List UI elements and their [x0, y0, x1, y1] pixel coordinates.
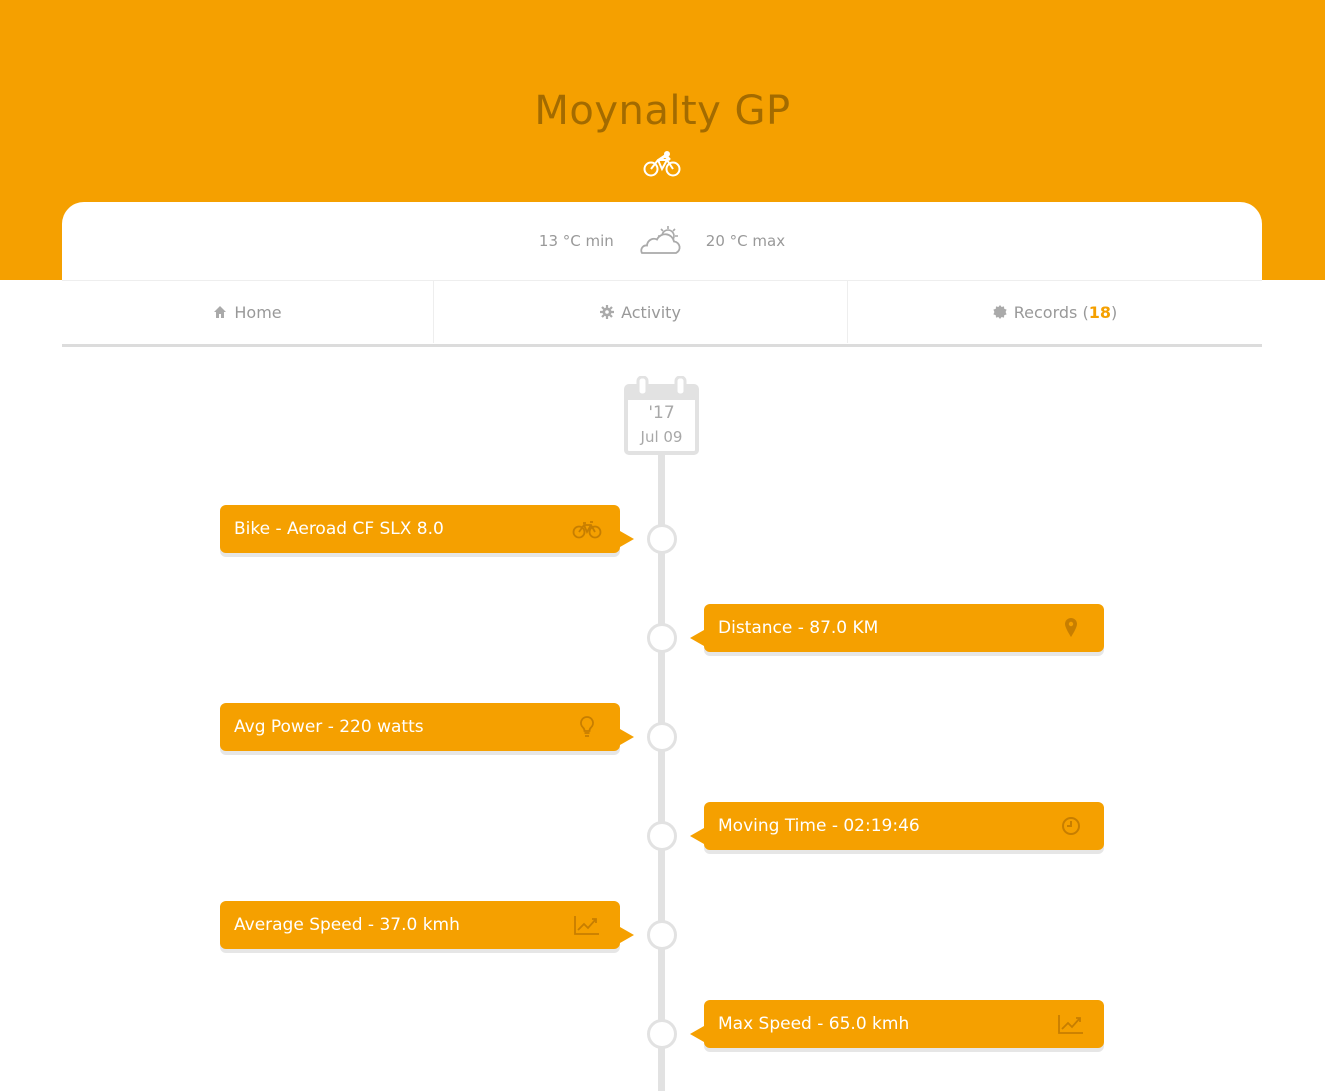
home-icon — [214, 306, 227, 318]
nav-activity-label: Activity — [621, 302, 681, 322]
weather-bar: 13 °C min 20 °C max — [62, 202, 1262, 280]
line-chart-icon — [1058, 1015, 1083, 1034]
timeline-node — [647, 524, 677, 554]
event-text: Average Speed - 37.0 kmh — [234, 915, 460, 935]
nav-activity[interactable]: Activity — [434, 281, 848, 343]
records-label-text: Records ( — [1013, 302, 1089, 322]
records-count: 18 — [1088, 302, 1111, 322]
line-chart-icon — [574, 916, 599, 935]
timeline-node — [647, 623, 677, 653]
timeline-node — [647, 1019, 677, 1049]
bicycle-icon — [572, 521, 602, 539]
page-title: Moynalty GP — [534, 88, 791, 134]
weather-max: 20 °C max — [705, 232, 786, 250]
event-text: Bike - Aeroad CF SLX 8.0 — [234, 519, 444, 539]
timeline-line — [658, 440, 665, 1091]
timeline-event-avg-speed[interactable]: Average Speed - 37.0 kmh — [220, 901, 634, 949]
clock-icon — [1062, 817, 1080, 835]
timeline-event-distance[interactable]: Distance - 87.0 KM — [690, 604, 1104, 652]
event-text: Avg Power - 220 watts — [234, 717, 424, 737]
bicycle-icon — [643, 151, 681, 177]
event-text: Max Speed - 65.0 kmh — [718, 1014, 910, 1034]
summary-card: 13 °C min 20 °C max Home Activity — [62, 202, 1262, 344]
nav-home-label: Home — [234, 302, 282, 322]
nav-records[interactable]: Records (18) — [848, 281, 1262, 343]
timeline-event-moving-time[interactable]: Moving Time - 02:19:46 — [690, 802, 1104, 850]
timeline-event-max-speed[interactable]: Max Speed - 65.0 kmh — [690, 1000, 1104, 1048]
nav-home[interactable]: Home — [62, 281, 434, 343]
timeline-event-power[interactable]: Avg Power - 220 watts — [220, 703, 634, 751]
timeline-node — [647, 920, 677, 950]
map-marker-icon — [1065, 618, 1077, 637]
badge-icon — [993, 305, 1007, 319]
nav-records-label: Records (18) — [1014, 303, 1117, 322]
event-text: Moving Time - 02:19:46 — [718, 816, 920, 836]
lightbulb-icon — [580, 716, 594, 737]
event-text: Distance - 87.0 KM — [718, 618, 879, 638]
timeline-event-bike[interactable]: Bike - Aeroad CF SLX 8.0 — [220, 505, 634, 553]
nav-bar: Home Activity Records (18) — [62, 280, 1262, 343]
timeline-node — [647, 722, 677, 752]
calendar-year: '17 — [648, 403, 675, 423]
gear-icon — [600, 305, 615, 319]
calendar-date: Jul 09 — [640, 428, 683, 446]
records-label-suffix: ) — [1110, 302, 1118, 322]
timeline-node — [647, 821, 677, 851]
calendar-icon — [624, 376, 699, 455]
weather-min: 13 °C min — [538, 232, 614, 250]
partly-cloudy-icon — [640, 226, 681, 254]
